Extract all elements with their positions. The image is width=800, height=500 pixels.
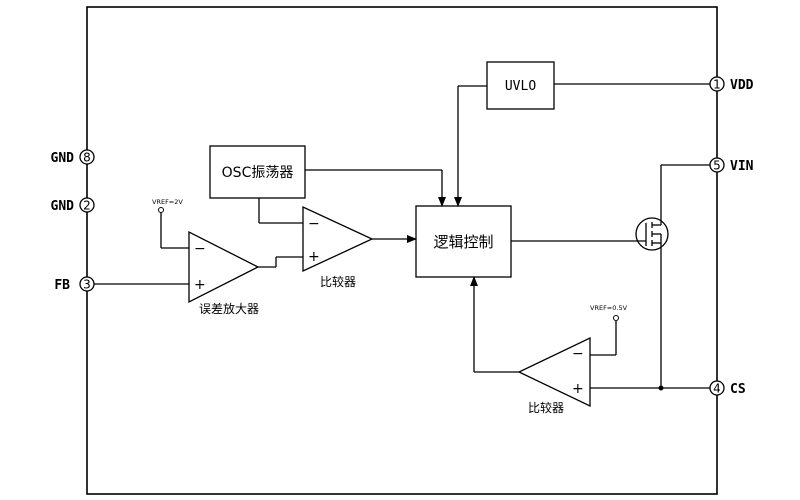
- pin-cs-4: 4 CS: [709, 380, 746, 397]
- pin-number: 8: [83, 151, 91, 165]
- mosfet-symbol: [635, 217, 669, 251]
- pin-label: CS: [730, 382, 746, 397]
- pin-label: VDD: [730, 78, 754, 93]
- plus-sign: +: [194, 277, 206, 293]
- comparator-2-label: 比较器: [528, 400, 564, 415]
- wiring: [94, 83, 710, 391]
- pin-fb-3: 3 FB: [54, 276, 95, 293]
- logic-control-block: 逻辑控制: [415, 205, 512, 278]
- plus-sign: +: [572, 381, 584, 397]
- error-amp-label: 误差放大器: [199, 301, 259, 316]
- plus-sign: +: [308, 249, 320, 265]
- osc-label: OSC振荡器: [222, 165, 294, 181]
- pin-label: VIN: [730, 159, 754, 174]
- uvlo-block: UVLO: [486, 61, 555, 110]
- vref-05v-label: VREF=0.5V: [590, 304, 628, 312]
- uvlo-label: UVLO: [505, 79, 536, 94]
- comparator-1-label: 比较器: [320, 274, 356, 289]
- pin-label: GND: [51, 199, 75, 214]
- pin-gnd-8: 8 GND: [51, 149, 95, 166]
- vref-2v-label: VREF=2V: [152, 198, 183, 206]
- pin-label: FB: [54, 278, 70, 293]
- minus-sign: −: [308, 216, 320, 232]
- pin-number: 5: [713, 159, 721, 173]
- minus-sign: −: [572, 346, 584, 362]
- vref-2v-node: [158, 207, 164, 213]
- pin-vin-5: 5 VIN: [709, 157, 754, 174]
- minus-sign: −: [194, 241, 206, 257]
- comparator-2: − + 比较器 VREF=0.5V: [517, 304, 628, 415]
- pin-number: 1: [713, 78, 721, 92]
- pin-number: 4: [713, 382, 721, 396]
- error-amplifier: − + 误差放大器 VREF=2V: [152, 198, 260, 316]
- pin-number: 2: [83, 199, 91, 213]
- logic-control-label: 逻辑控制: [433, 233, 493, 251]
- pin-gnd-2: 2 GND: [51, 197, 95, 214]
- pin-vdd-1: 1 VDD: [709, 76, 754, 93]
- chip-outline: [86, 6, 718, 495]
- vref-05v-node: [613, 315, 619, 321]
- pin-number: 3: [83, 278, 91, 292]
- comparator-1: − + 比较器: [302, 205, 374, 289]
- osc-block: OSC振荡器: [209, 145, 306, 199]
- pin-label: GND: [51, 151, 75, 166]
